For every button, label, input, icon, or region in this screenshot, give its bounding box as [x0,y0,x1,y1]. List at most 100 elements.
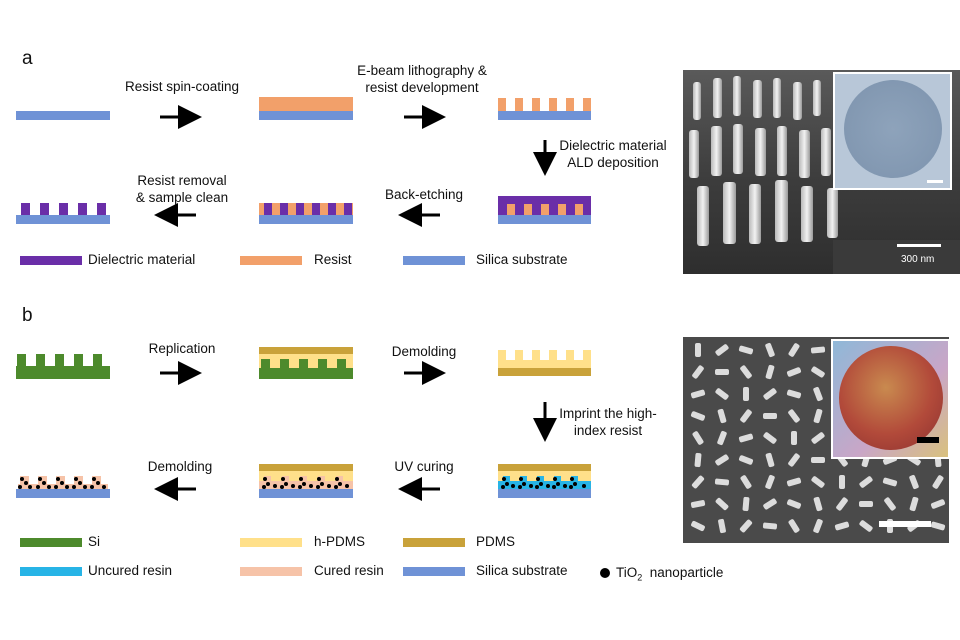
a-substrate-4 [498,215,591,224]
nanostructure [813,408,823,424]
scale-bar-b [879,521,931,527]
nanostructure [813,496,823,512]
nanostructure [786,477,802,487]
nanostructure [810,346,826,354]
legend-swatch-hpdms [240,538,302,547]
wafer-disc-a [844,80,942,178]
b-stamp [498,350,591,376]
b-uv-cured [259,464,353,498]
a-resist-2 [259,97,353,111]
nanostructure [811,457,825,463]
step-ebeam-line1: E-beam lithography & [357,63,487,78]
nanostructure [930,521,946,531]
nanostructure [692,431,704,445]
nanostructure [715,369,729,375]
wafer-disc-b [839,346,943,450]
nanostructure [930,499,946,509]
nanostructure [738,455,754,465]
legend-swatch-si [20,538,82,547]
nanostructure [884,497,896,511]
nanostructure [690,389,706,399]
tio2-rest: nanoparticle [649,565,724,580]
nanostructure [765,474,775,490]
nanostructure [811,366,825,378]
nanostructure [690,500,706,508]
inset-scale-bar-a [927,180,943,183]
nanostructure [788,453,800,467]
step-ald-line1: Dielectric material [559,138,667,153]
nanostructure [786,367,802,377]
wafer-inset-b [831,339,949,459]
tio2-main: TiO [616,565,638,580]
a-substrate-1 [16,111,110,120]
legend-swatch-uncured [20,567,82,576]
nanostructure [834,521,850,531]
a-substrate-6 [16,215,110,224]
nanostructure [738,345,754,355]
nanostructure [717,430,727,446]
sem-image-a: 300 nm [683,70,960,274]
wafer-inset-a [833,72,952,190]
nanostructure [715,497,729,511]
legend-resist-label: Resist [314,252,352,267]
nanostructure [715,344,729,356]
nanostructure [791,431,797,445]
step-demolding-1: Demolding [391,344,457,359]
step-replication: Replication [148,341,216,356]
legend-si-label: Si [88,534,101,549]
nanostructure [836,497,848,511]
panel-a-label: a [22,48,33,69]
nanostructure [714,478,730,486]
step-demolding-2: Demolding [147,459,213,474]
nanostructure [695,343,701,357]
inset-scale-bar-b [917,437,939,443]
tio2-subscript: 2 [637,572,643,583]
nanostructure [738,433,754,443]
legend-swatch-silica-b [403,567,465,576]
b-final [16,476,110,498]
legend-hpdms-label: h-PDMS [314,534,366,549]
legend-swatch-resist [240,256,302,265]
legend-swatch-cured [240,567,302,576]
a-substrate-3 [498,111,591,120]
nanostructure [813,386,823,402]
nanostructure [788,519,800,533]
legend-cured-label: Cured resin [314,563,384,578]
nanostructure [839,475,845,489]
nanostructure [740,365,752,379]
nanostructure [694,452,702,468]
legend-silica-label-a: Silica substrate [476,252,568,267]
nanostructure [788,343,800,357]
a-substrate-5 [259,215,353,224]
nanostructure [762,522,778,530]
panel-b-label: b [22,305,33,326]
step-back-etching: Back-etching [384,187,464,202]
nanostructure [788,409,800,423]
nanostructure [718,518,726,534]
sem-pillars [689,76,960,274]
nanostructure [739,519,753,533]
step-imprint-line2: index resist [573,423,643,438]
legend-swatch-pdms [403,538,465,547]
nanostructure [859,501,873,507]
nanostructure [811,476,825,488]
nanostructure [690,411,706,421]
nanostructure [740,409,752,423]
nanostructure [691,520,705,532]
legend-tio2-label: TiO2 nanoparticle [616,565,723,583]
nanostructure [692,365,704,379]
scale-label-a: 300 nm [901,254,935,265]
nanostructure [743,387,749,401]
legend-swatch-tio2 [600,568,610,578]
nanostructure [765,452,775,468]
nanostructure [786,389,802,399]
nanostructure [717,408,727,424]
a-backetched [259,203,353,215]
nanostructure [932,475,944,489]
nanostructure [909,474,919,490]
nanostructure [859,476,873,488]
nanostructure [763,498,777,510]
nanostructure [763,388,777,400]
nanostructure [765,364,775,380]
